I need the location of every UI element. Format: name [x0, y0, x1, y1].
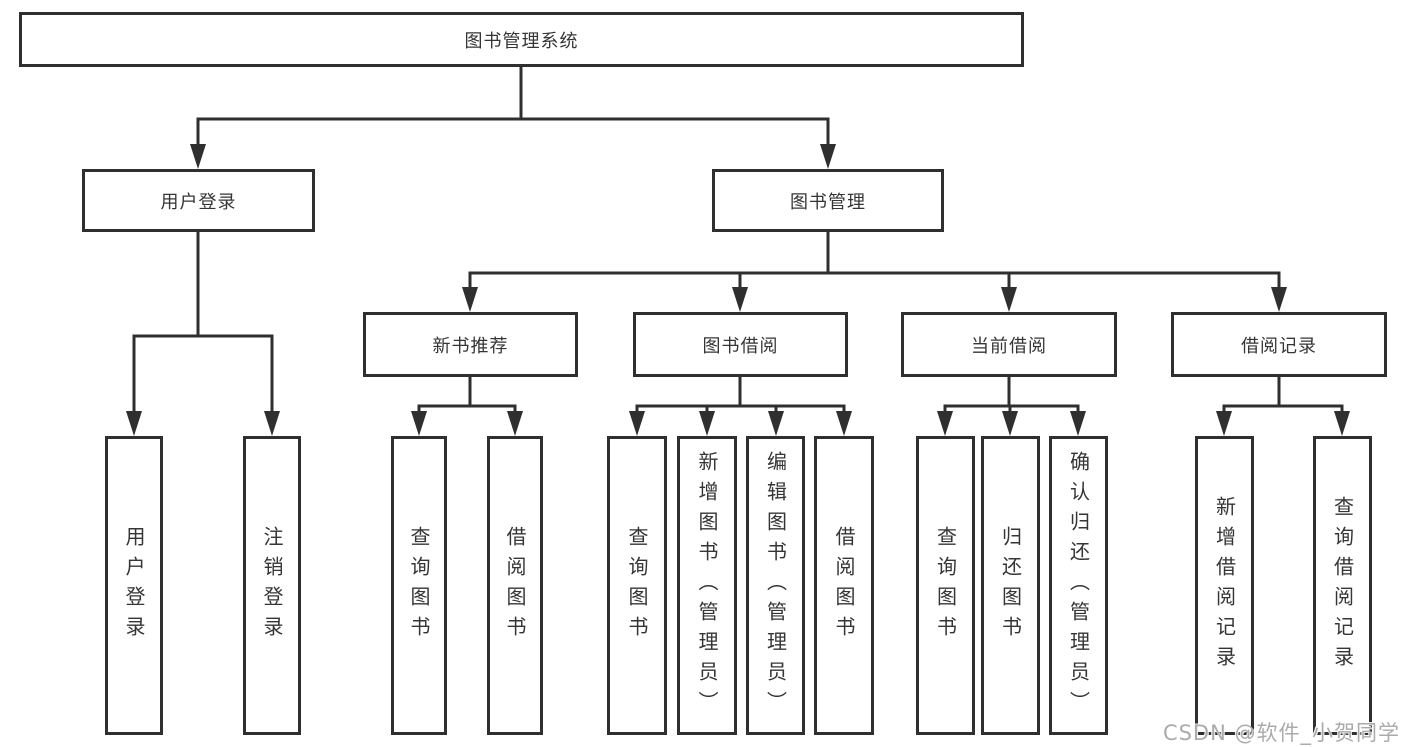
- node-label: 查询图书: [407, 525, 431, 646]
- node-label: 新书推荐: [432, 335, 509, 357]
- node-borrow-books-borrowing: 借阅图书: [814, 436, 874, 735]
- node-book-management: 图书管理: [712, 169, 944, 232]
- node-add-borrowing-record: 新增借阅记录: [1195, 436, 1254, 735]
- watermark: CSDN @软件_小贺同学: [1162, 721, 1400, 745]
- node-library-management-system: 图书管理系统: [19, 12, 1024, 67]
- node-label: 编辑图书（管理员）: [763, 450, 788, 721]
- node-label: 图书管理系统: [464, 30, 579, 52]
- node-label: 图书借阅: [702, 335, 779, 357]
- node-return-book: 归还图书: [981, 436, 1040, 735]
- node-borrowing-records: 借阅记录: [1171, 312, 1387, 377]
- node-label: 当前借阅: [971, 335, 1047, 357]
- node-label: 查询借阅记录: [1330, 495, 1355, 676]
- node-query-borrowing-record: 查询借阅记录: [1313, 436, 1372, 735]
- node-label: 查询图书: [625, 525, 649, 646]
- node-book-borrowing: 图书借阅: [633, 312, 848, 377]
- node-new-book-recommendation: 新书推荐: [363, 312, 578, 377]
- node-user-login-branch: 用户登录: [82, 169, 315, 232]
- node-logout: 注销登录: [243, 436, 301, 735]
- node-current-borrowing: 当前借阅: [901, 312, 1117, 377]
- node-label: 借阅图书: [832, 525, 856, 646]
- node-label: 图书管理: [790, 191, 866, 213]
- node-edit-book-admin: 编辑图书（管理员）: [746, 436, 805, 735]
- node-query-books-borrowing: 查询图书: [607, 436, 667, 735]
- node-add-book-admin: 新增图书（管理员）: [677, 436, 737, 735]
- node-confirm-return-admin: 确认归还（管理员）: [1049, 436, 1108, 735]
- node-label: 借阅图书: [503, 525, 527, 646]
- node-label: 查询图书: [933, 525, 958, 646]
- node-label: 归还图书: [998, 525, 1023, 646]
- node-query-books-current: 查询图书: [916, 436, 975, 735]
- node-user-login: 用户登录: [105, 436, 163, 735]
- node-query-books-recommend: 查询图书: [391, 436, 447, 735]
- arrowheads: [126, 144, 1350, 436]
- node-label: 新增图书（管理员）: [695, 450, 719, 721]
- node-label: 借阅记录: [1241, 335, 1317, 357]
- node-borrow-books-recommend: 借阅图书: [487, 436, 543, 735]
- node-label: 确认归还（管理员）: [1066, 450, 1091, 721]
- node-label: 注销登录: [260, 525, 284, 646]
- node-label: 新增借阅记录: [1212, 495, 1237, 676]
- node-label: 用户登录: [122, 525, 146, 646]
- node-label: 用户登录: [160, 191, 237, 213]
